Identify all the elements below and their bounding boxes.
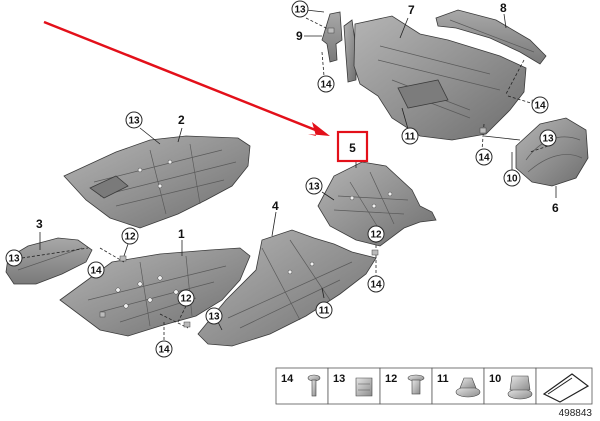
part-7-rear-shield [353,15,527,141]
label-part-4[interactable]: 4 [272,199,279,213]
callout-text: 13 [8,254,20,265]
label-part-6[interactable]: 6 [552,201,559,215]
callout-13-part5[interactable]: 13 [305,177,323,195]
callouts: 13 14 13 13 12 14 11 14 13 10 14 13 14 1… [5,0,557,358]
callout-text: 13 [542,134,554,145]
legend-cell-12[interactable] [379,367,433,405]
part-4-center-tunnel-shield [197,229,377,347]
highlight-arrow [43,20,330,136]
label-part-2[interactable]: 2 [178,113,185,127]
callout-text: 12 [370,230,382,241]
callout-text: 14 [478,153,490,164]
legend-number: 10 [489,373,501,385]
callout-text: 10 [506,174,518,185]
callout-text: 13 [294,5,306,16]
callout-13-center[interactable]: 13 [205,307,223,325]
callout-text: 14 [90,266,102,277]
part-6-wheel-arch-trim [515,117,589,187]
callout-14-bottom[interactable]: 14 [155,340,173,358]
highlight-box-5[interactable]: 5 [336,130,369,163]
callout-11-bottom[interactable]: 11 [315,301,333,319]
callout-12-part1[interactable]: 12 [121,227,139,245]
highlight-box-label: 5 [349,141,356,155]
highlight-arrow-head [308,122,330,136]
expanding-rivet-icon [407,374,425,395]
legend-number: 14 [281,373,294,385]
callout-text: 11 [319,306,330,317]
callout-13-right[interactable]: 13 [539,129,557,147]
legend-number: 12 [385,373,397,385]
callout-text: 14 [534,101,546,112]
callout-13-left[interactable]: 13 [5,249,23,267]
part-1-main-underbody-shield [59,247,251,337]
legend-number: 13 [333,373,345,385]
hex-nut-icon [507,375,533,400]
callout-text: 11 [405,132,416,143]
part-2-underbody-panel [63,135,251,229]
part-8-cover-strip [435,9,547,65]
callout-14-upright[interactable]: 14 [531,96,549,114]
callout-14-part5[interactable]: 14 [367,275,385,293]
callout-14-mid[interactable]: 14 [475,148,493,166]
highlight-box-frame [336,130,369,163]
callout-text: 12 [124,232,136,243]
callout-text: 14 [370,280,382,291]
callout-12-center[interactable]: 12 [177,289,195,307]
screw-icon [307,374,321,397]
part-9-bracket [321,11,357,83]
part-labels: 9 7 8 2 3 1 4 6 [36,1,559,241]
callout-14-left[interactable]: 14 [87,261,105,279]
callout-text: 13 [128,116,140,127]
callout-text: 14 [158,345,170,356]
part-3-side-trim [5,237,93,285]
diagram-number: 498843 [559,408,593,419]
label-part-7[interactable]: 7 [408,3,415,17]
label-part-8[interactable]: 8 [500,1,507,15]
clip-nut-icon [355,377,373,397]
part-5-underbody-shield [317,161,437,247]
callout-13-part2[interactable]: 13 [125,111,143,129]
highlight-arrow-line [43,20,319,133]
callout-10-right[interactable]: 10 [503,169,521,187]
fastener-legend: 14 13 12 11 10 [275,367,593,419]
label-part-1[interactable]: 1 [178,227,185,241]
collar-nut-icon [455,377,481,398]
legend-number: 11 [437,373,449,385]
label-part-3[interactable]: 3 [36,217,43,231]
legend-cell-14[interactable] [275,367,329,405]
callout-text: 13 [208,312,220,323]
shield-panel-icon [542,373,590,403]
label-part-9[interactable]: 9 [296,29,303,43]
callout-text: 13 [308,182,320,193]
callout-text: 14 [320,80,332,91]
callout-13-top[interactable]: 13 [291,0,309,18]
callout-14-top[interactable]: 14 [317,75,335,93]
callout-12-part5[interactable]: 12 [367,225,385,243]
callout-11-top[interactable]: 11 [401,127,419,145]
callout-text: 12 [180,294,192,305]
